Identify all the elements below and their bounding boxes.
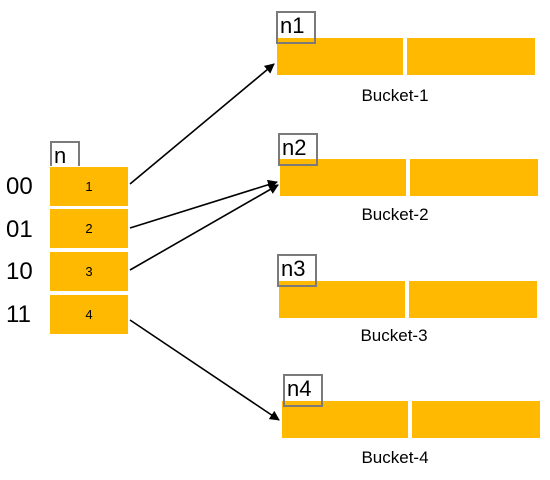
pointer-arrow-01-to-bucket-2 — [129, 179, 278, 229]
bucket-4-slot-2 — [411, 400, 541, 439]
bucket-3-label: Bucket-3 — [360, 326, 428, 345]
directory-address-11: 11 — [6, 301, 31, 328]
directory-address-01: 01 — [6, 216, 33, 243]
directory-entry-3: 3 — [49, 251, 129, 292]
directory-address-10: 10 — [6, 258, 33, 285]
bucket-1-slot-2 — [406, 37, 536, 76]
directory-entry-value: 3 — [85, 264, 93, 279]
pointer-arrow-11-to-bucket-4 — [129, 319, 280, 421]
directory-entry-1: 1 — [49, 166, 129, 207]
directory-address-00: 00 — [6, 173, 33, 200]
bucket-1-label: Bucket-1 — [361, 86, 429, 105]
directory-entry-2: 2 — [49, 208, 129, 249]
bucket-4-local-depth-tag: n4 — [283, 374, 323, 407]
pointer-arrow-00-to-bucket-1 — [129, 63, 275, 185]
bucket-3-local-depth-tag: n3 — [277, 254, 317, 287]
bucket-1-local-depth-tag: n1 — [276, 11, 316, 44]
bucket-4-label: Bucket-4 — [361, 448, 429, 467]
bucket-2-label: Bucket-2 — [361, 205, 429, 224]
bucket-2-local-depth-tag: n2 — [278, 133, 318, 166]
directory-entry-value: 4 — [85, 307, 93, 322]
directory-entry-value: 2 — [85, 221, 93, 236]
directory-entry-value: 1 — [85, 179, 93, 194]
bucket-2-slot-2 — [409, 158, 539, 197]
bucket-3-slot-2 — [408, 280, 538, 319]
pointer-arrow-10-to-bucket-2 — [129, 184, 279, 271]
directory-entry-4: 4 — [49, 294, 129, 335]
